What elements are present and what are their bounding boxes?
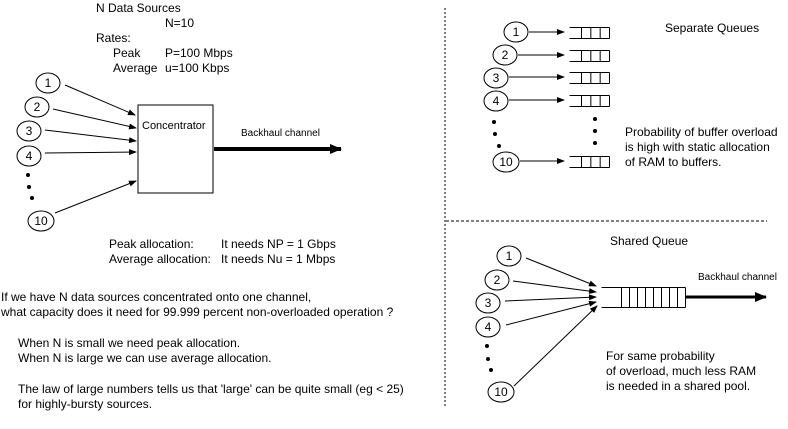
ellipsis-dot [486, 357, 490, 361]
source-node [35, 72, 61, 94]
ellipsis-dot [26, 173, 30, 177]
source-link [513, 305, 598, 387]
source-label: 4 [492, 94, 500, 108]
source-label: 2 [501, 48, 509, 62]
source-link [54, 180, 137, 214]
source-node [475, 316, 501, 338]
source-node [492, 151, 520, 173]
source-label: 1 [505, 249, 513, 263]
source-label: 10 [499, 155, 513, 169]
buffer-queue [569, 95, 610, 107]
rates-label: Rates: [96, 31, 131, 45]
backhaul-channel-label: Backhaul channel [241, 128, 320, 139]
source-link [44, 129, 137, 144]
ellipsis-dot [593, 141, 597, 145]
note-line: When N is small we need peak allocation. [18, 336, 241, 350]
buffer-queue [569, 27, 610, 39]
shared-queue-title: Shared Queue [610, 234, 689, 248]
ellipsis-dot [593, 129, 597, 133]
backhaul-channel-label: Backhaul channel [698, 272, 777, 283]
source-label: 3 [25, 124, 33, 138]
ellipsis-dot [485, 344, 489, 348]
concentrator-box [137, 104, 214, 194]
source-node [16, 120, 42, 142]
source-node [492, 44, 518, 66]
ellipsis-dot [493, 132, 497, 136]
source-node [496, 245, 522, 267]
source-node [484, 269, 510, 291]
source-label: 10 [34, 214, 48, 228]
separate-queues-diagram [483, 21, 610, 173]
source-node [24, 96, 50, 118]
buffer-queue [569, 50, 610, 62]
concentrator-label: Concentrator [142, 120, 206, 132]
peak-allocation-label: Peak allocation: [109, 237, 194, 251]
source-node [16, 145, 42, 167]
source-label: 4 [25, 149, 33, 163]
source-node [483, 90, 509, 112]
n-value: N=10 [165, 16, 195, 30]
source-label: 1 [44, 76, 52, 90]
question-line: If we have N data sources concentrated o… [1, 290, 312, 304]
source-label: 4 [484, 320, 492, 334]
concentrator-diagram [16, 72, 342, 232]
separate-queues-caption: is high with static allocation [625, 140, 770, 154]
peak-allocation-value: It needs NP = 1 Gbps [221, 237, 336, 251]
ellipsis-dot [489, 368, 493, 372]
note-line: When N is large we can use average alloc… [18, 351, 272, 365]
source-node [483, 67, 509, 89]
shared-queue-caption: For same probability [606, 349, 715, 363]
ellipsis-dot [27, 185, 31, 189]
average-rate-label: Average [113, 61, 158, 75]
ellipsis-dot [593, 117, 597, 121]
note-line: The law of large numbers tells us that '… [18, 382, 404, 396]
source-label: 10 [494, 385, 508, 399]
ellipsis-dot [497, 144, 501, 148]
source-link [504, 294, 597, 302]
shared-queue-diagram [475, 245, 767, 403]
source-label: 3 [492, 71, 500, 85]
buffer-queue [569, 72, 610, 84]
shared-buffer-queue [601, 287, 686, 308]
separate-queues-title: Separate Queues [665, 21, 760, 35]
ellipsis-dot [492, 120, 496, 124]
source-link [52, 108, 137, 130]
separate-queues-caption: Probability of buffer overload [625, 125, 778, 139]
note-line: for highly-bursty sources. [18, 397, 153, 411]
source-link [512, 280, 597, 295]
separate-queues-caption: of RAM to buffers. [625, 155, 722, 169]
source-link [44, 149, 137, 156]
peak-rate-label: Peak [113, 46, 141, 60]
source-link [64, 84, 136, 116]
source-link [525, 257, 597, 287]
source-label: 2 [493, 273, 501, 287]
source-node [475, 292, 501, 314]
shared-queue-caption: is needed in a shared pool. [606, 379, 751, 393]
sources-heading: N Data Sources [96, 1, 181, 15]
source-node [487, 381, 515, 403]
source-label: 3 [484, 296, 492, 310]
shared-queue-caption: of overload, much less RAM [606, 364, 757, 378]
source-link [505, 300, 597, 326]
source-node [503, 21, 529, 43]
peak-rate-value: P=100 Mbps [165, 46, 233, 60]
average-allocation-value: It needs Nu = 1 Mbps [221, 252, 336, 266]
average-allocation-label: Average allocation: [109, 252, 211, 266]
source-label: 2 [33, 100, 41, 114]
source-node [27, 210, 55, 232]
source-label: 1 [512, 25, 520, 39]
ellipsis-dot [30, 196, 34, 200]
buffer-queue [569, 156, 610, 168]
average-rate-value: u=100 Kbps [165, 61, 230, 75]
question-line: what capacity does it need for 99.999 pe… [1, 305, 394, 319]
